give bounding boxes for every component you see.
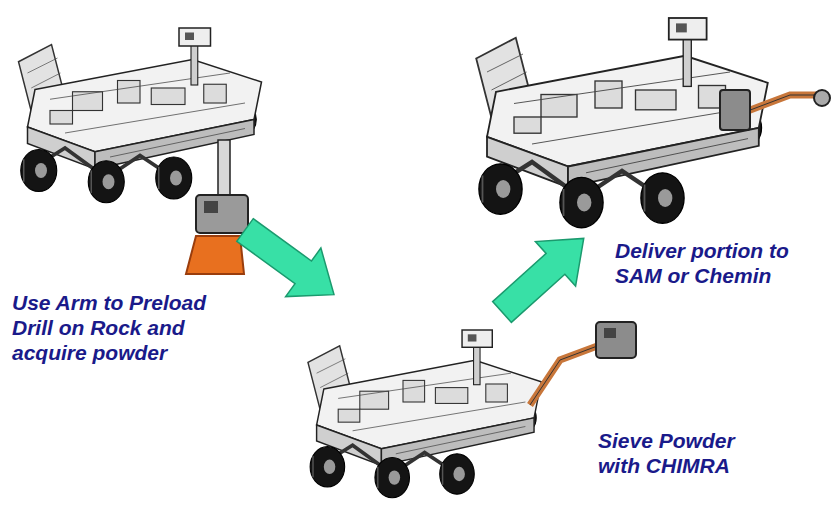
- step-label: Deliver portion to SAM or Chemin: [615, 238, 830, 288]
- step-label: Use Arm to Preload Drill on Rock and acq…: [12, 290, 230, 366]
- process-arrow: [227, 206, 351, 319]
- rover-delivering: [476, 18, 768, 228]
- rover-sieving: [308, 330, 541, 498]
- step-label: Sieve Powder with CHIMRA: [598, 428, 758, 478]
- process-arrow: [482, 216, 604, 334]
- robotic-arm: [530, 322, 636, 405]
- drill-turret: [186, 140, 248, 274]
- rover-drilling: [19, 28, 262, 203]
- robotic-arm: [720, 90, 830, 130]
- rock-target: [186, 236, 244, 274]
